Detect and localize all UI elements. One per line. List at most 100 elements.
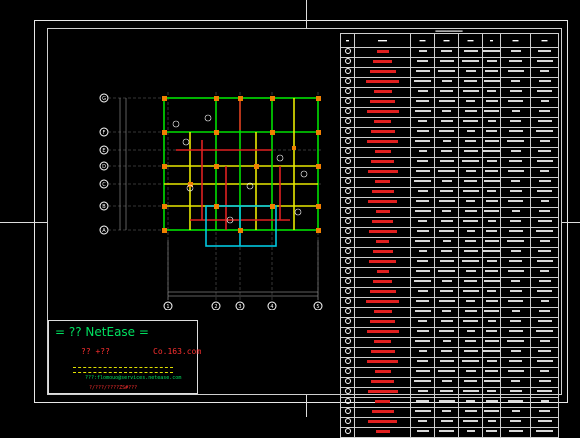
illegible-value-glyph (439, 60, 454, 62)
schedule-row (340, 387, 559, 398)
schedule-cell (500, 67, 531, 78)
schedule-row (340, 207, 559, 218)
illegible-value-glyph (537, 390, 552, 392)
illegible-value-glyph (466, 100, 475, 102)
row-index-cell (340, 357, 355, 368)
schedule-row (340, 77, 559, 88)
row-index-cell (340, 137, 355, 148)
schedule-cell (482, 47, 501, 58)
row-index-cell (340, 117, 355, 128)
illegible-value-glyph (464, 310, 477, 312)
illegible-value-glyph (463, 350, 478, 352)
header-cell: ▬▬▬ (354, 33, 411, 48)
schedule-cell (500, 147, 531, 158)
illegible-value-glyph (510, 350, 521, 352)
schedule-row (340, 137, 559, 148)
illegible-value-glyph (483, 350, 500, 352)
row-index-bubble (344, 418, 351, 424)
row-index-bubble (344, 278, 351, 284)
schedule-cell (530, 137, 559, 148)
stamp-title: = ?? NetEase = (55, 325, 149, 339)
illegible-value-glyph (507, 340, 524, 342)
schedule-cell (530, 357, 559, 368)
illegible-value-glyph (507, 140, 524, 142)
axis-col-label: 1 (166, 304, 169, 310)
row-index-bubble (344, 428, 351, 434)
illegible-value-glyph (417, 290, 428, 292)
illegible-value-glyph (438, 400, 455, 402)
illegible-value-glyph (464, 280, 477, 282)
illegible-value-glyph (439, 160, 454, 162)
floor-plan-drawing[interactable]: G F E D C B A 1 2 3 4 5 (90, 80, 330, 310)
row-index-bubble (344, 118, 351, 124)
schedule-cell (434, 107, 459, 118)
row-index-bubble (344, 168, 351, 174)
illegible-value-glyph (418, 220, 427, 222)
bar-shape-cell (354, 367, 411, 378)
row-index-cell (340, 97, 355, 108)
schedule-cell (482, 117, 501, 128)
schedule-cell (500, 267, 531, 278)
schedule-cell (410, 407, 435, 418)
schedule-header-row: ▬ ▬▬▬ ▬▬ ▬▬ ▬▬ ▬ ▬▬ ▬▬ (340, 33, 559, 48)
illegible-value-glyph (537, 90, 552, 92)
header-cell: ▬▬ (410, 33, 435, 48)
schedule-cell (410, 417, 435, 428)
rebar-bar-icon (368, 419, 397, 423)
row-index-cell (340, 387, 355, 398)
schedule-cell (530, 377, 559, 388)
illegible-value-glyph (537, 220, 552, 222)
schedule-row (340, 197, 559, 208)
schedule-cell (530, 47, 559, 58)
illegible-value-glyph (508, 230, 523, 232)
schedule-cell (530, 217, 559, 228)
schedule-cell (500, 207, 531, 218)
illegible-value-glyph (538, 350, 551, 352)
illegible-value-glyph (486, 360, 497, 362)
schedule-cell (458, 327, 483, 338)
row-index-cell (340, 327, 355, 338)
schedule-cell (482, 207, 501, 218)
illegible-value-glyph (414, 180, 431, 182)
illegible-value-glyph (509, 360, 522, 362)
schedule-cell (500, 87, 531, 98)
schedule-cell (482, 187, 501, 198)
axis-col-label: 2 (214, 304, 217, 310)
illegible-value-glyph (538, 150, 551, 152)
illegible-value-glyph (438, 300, 455, 302)
schedule-row (340, 107, 559, 118)
illegible-value-glyph (510, 320, 521, 322)
illegible-value-glyph (440, 90, 453, 92)
illegible-value-glyph (416, 230, 429, 232)
illegible-value-glyph (465, 370, 476, 372)
illegible-value-glyph (485, 200, 498, 202)
illegible-value-glyph (537, 420, 552, 422)
illegible-value-glyph (538, 50, 551, 52)
rebar-bar-icon (375, 179, 390, 183)
illegible-value-glyph (463, 320, 478, 322)
row-index-bubble (344, 358, 351, 364)
axis-col-label: 3 (238, 304, 241, 310)
rebar-bar-icon (367, 169, 398, 173)
illegible-value-glyph (509, 260, 522, 262)
centering-mark-bottom (306, 395, 307, 417)
schedule-cell (482, 77, 501, 88)
schedule-row (340, 187, 559, 198)
schedule-cell (410, 157, 435, 168)
illegible-value-glyph (417, 60, 428, 62)
illegible-value-glyph (462, 160, 479, 162)
bar-shape-cell (354, 317, 411, 328)
schedule-cell (530, 87, 559, 98)
row-index-cell (340, 177, 355, 188)
bar-shape-cell (354, 67, 411, 78)
schedule-cell (458, 287, 483, 298)
illegible-value-glyph (483, 250, 500, 252)
schedule-cell (500, 387, 531, 398)
illegible-value-glyph (464, 110, 477, 112)
bar-shape-cell (354, 147, 411, 158)
illegible-value-glyph (485, 270, 498, 272)
illegible-value-glyph (440, 320, 453, 322)
schedule-title: ▁▁▁▁▁ (435, 24, 463, 32)
schedule-cell (458, 317, 483, 328)
illegible-value-glyph (439, 230, 454, 232)
